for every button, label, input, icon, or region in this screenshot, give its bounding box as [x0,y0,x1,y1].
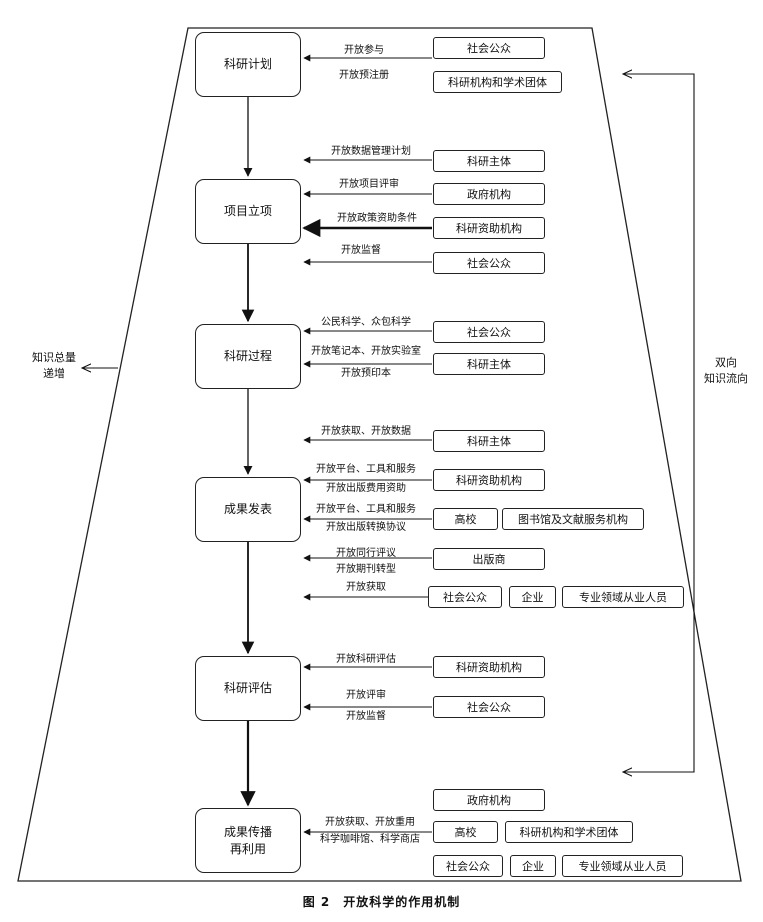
entity-box: 科研机构和学术团体 [433,71,562,93]
entity-box: 专业领域从业人员 [562,586,684,608]
stage-label: 成果发表 [223,502,272,517]
arrow-label: 开放出版费用资助 [326,483,406,494]
entity-box: 专业领域从业人员 [562,855,683,877]
entity-box: 社会公众 [433,321,545,343]
arrow-label: 开放评审 [346,690,386,701]
entity-box: 社会公众 [433,696,545,718]
stage-label: 科研过程 [223,349,272,364]
arrow-label: 开放监督 [346,711,386,722]
arrow-label: 开放平台、工具和服务 [316,464,416,475]
entity-box: 出版商 [433,548,545,570]
stage-dissemination-reuse: 成果传播 再利用 [195,808,301,873]
arrow-label: 开放预印本 [341,368,391,379]
arrow-label: 开放笔记本、开放实验室 [311,346,421,357]
arrow-label: 开放预注册 [339,70,389,81]
arrow-label: 开放政策资助条件 [337,213,417,224]
entity-box: 科研主体 [433,353,545,375]
entity-box: 高校 [433,821,498,843]
arrow-label: 开放出版转换协议 [326,522,406,533]
arrow-label: 开放同行评议 [336,548,396,559]
feed-arrows [302,54,432,836]
entity-box: 企业 [509,586,556,608]
entity-box: 社会公众 [428,586,502,608]
entity-box: 政府机构 [433,789,545,811]
entity-box: 科研资助机构 [433,217,545,239]
arrow-label: 科学咖啡馆、科学商店 [320,834,420,845]
arrow-label: 开放科研评估 [336,654,396,665]
figure-caption: 图 2 开放科学的作用机制 [302,895,461,909]
entity-box: 科研资助机构 [433,469,545,491]
entity-box: 政府机构 [433,183,545,205]
left-note-knowledge-increase: 知识总量 递增 [32,351,76,380]
stage-label: 项目立项 [223,204,272,219]
arrow-label: 开放平台、工具和服务 [316,504,416,515]
entity-box: 科研主体 [433,150,545,172]
stage-publication: 成果发表 [195,477,301,542]
entity-box: 科研资助机构 [433,656,545,678]
entity-box: 社会公众 [433,855,503,877]
arrow-label: 开放期刊转型 [336,564,396,575]
entity-box: 科研机构和学术团体 [505,821,633,843]
entity-box: 高校 [433,508,498,530]
arrow-label: 开放获取、开放重用 [325,817,415,828]
entity-box: 社会公众 [433,252,545,274]
arrow-label: 开放参与 [344,45,384,56]
arrow-label: 开放项目评审 [339,179,399,190]
arrow-label: 开放获取 [346,582,386,593]
knowledge-trapezoid [17,27,742,882]
stage-research-plan: 科研计划 [195,32,301,97]
stage-evaluation: 科研评估 [195,656,301,721]
arrow-label: 开放监督 [341,245,381,256]
arrow-label: 开放数据管理计划 [331,146,411,157]
entity-box: 企业 [510,855,556,877]
arrow-label: 开放获取、开放数据 [321,426,411,437]
stage-label: 科研评估 [223,681,272,696]
entity-box: 图书馆及文献服务机构 [502,508,644,530]
stage-research-process: 科研过程 [195,324,301,389]
entity-box: 科研主体 [433,430,545,452]
stage-label: 科研计划 [223,57,272,72]
stage-label: 成果传播 [223,825,272,840]
arrow-label: 公民科学、众包科学 [321,317,411,328]
stage-project-approval: 项目立项 [195,179,301,244]
bidirectional-bracket [623,74,695,772]
right-note-bidirectional-flow: 双向 知识流向 [704,356,748,385]
stage-label: 再利用 [229,841,266,856]
entity-box: 社会公众 [433,37,545,59]
